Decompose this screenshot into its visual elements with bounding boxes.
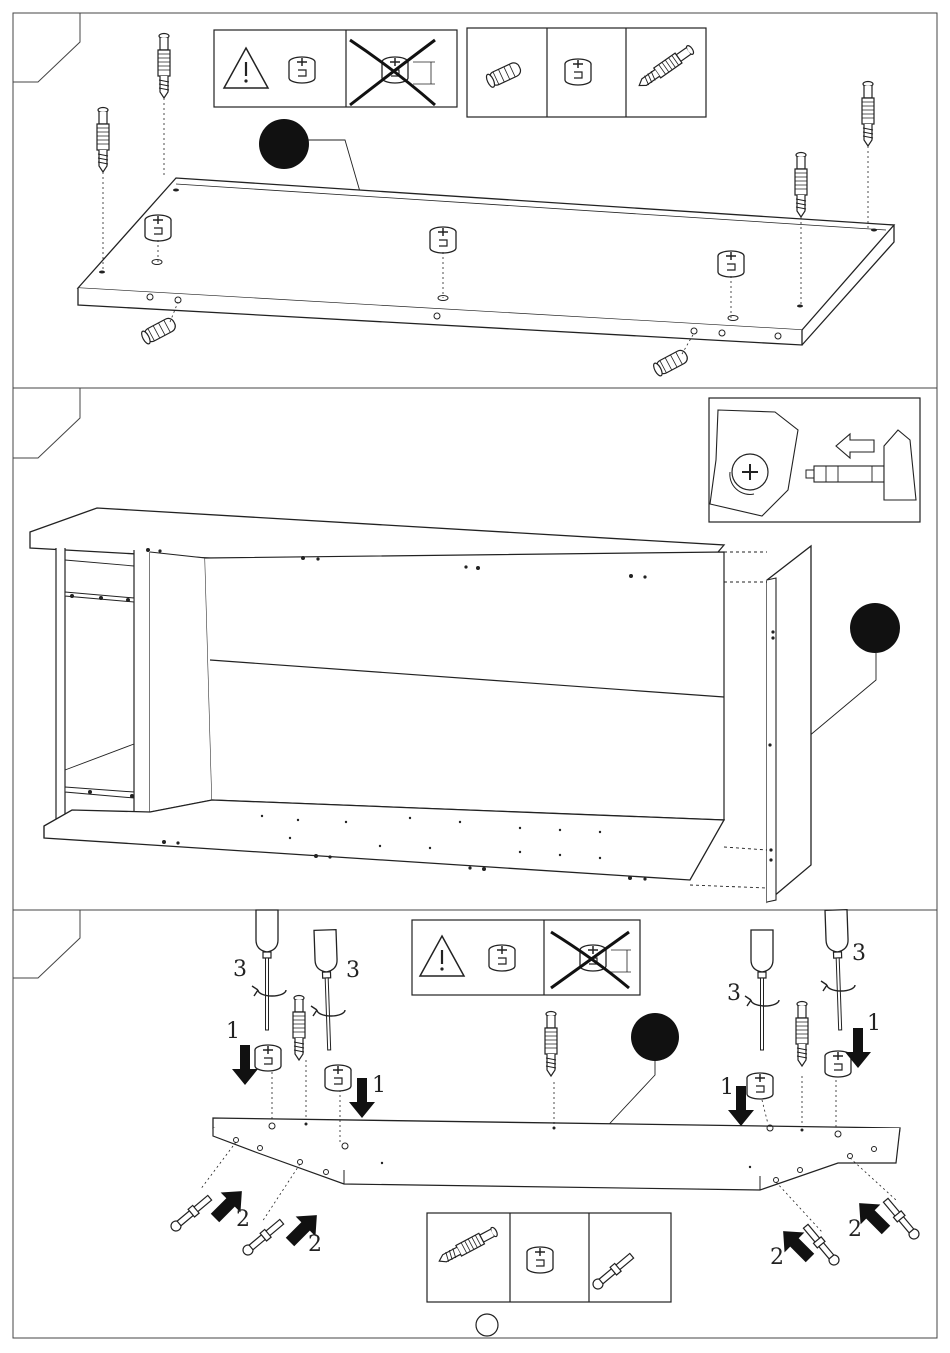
hardware-box-step1 — [467, 28, 706, 117]
cam-screw-icon — [796, 1002, 808, 1067]
cam-bolt-icon — [802, 1223, 841, 1267]
push-arrow-icon — [232, 1045, 258, 1085]
cam-screw-4 — [862, 82, 874, 147]
label-turn: 3 — [852, 941, 866, 966]
cam-screw-3 — [795, 153, 807, 218]
screwdriver-icon — [751, 930, 773, 1050]
label-insert: 1 — [226, 1019, 240, 1044]
screwdriver-icon — [314, 930, 340, 1051]
cam-screw-icon — [293, 996, 305, 1061]
cam-lock-icon — [527, 1247, 553, 1273]
hardware-box-step3 — [427, 1213, 671, 1302]
cabinet-carcass — [30, 508, 811, 902]
step-3-panel: 3 3 3 3 1 1 1 1 2 2 2 2 — [13, 910, 921, 1336]
label-turn: 3 — [233, 957, 247, 982]
plinth-board — [213, 1118, 900, 1190]
label-insert: 1 — [720, 1075, 734, 1100]
part-marker-step1 — [259, 119, 309, 169]
warning-box-step3 — [412, 920, 640, 995]
cam-bolt-icon — [806, 466, 884, 482]
cam-lock-icon — [289, 57, 315, 83]
cam-lock-icon — [325, 1065, 351, 1091]
cam-turn-detail-box — [709, 398, 920, 522]
step-3-number-tab — [13, 910, 80, 978]
dowel-2 — [652, 348, 689, 377]
page-number-badge — [476, 1314, 498, 1336]
label-push: 2 — [770, 1245, 784, 1270]
label-push: 2 — [236, 1207, 250, 1232]
label-push: 2 — [848, 1217, 862, 1242]
cam-screw-icon — [545, 1012, 557, 1077]
cam-lock-icon — [747, 1073, 773, 1099]
part-marker-step2 — [850, 603, 900, 653]
cam-lock-icon — [255, 1045, 281, 1071]
board-step1 — [78, 178, 894, 345]
cam-lock-icon — [825, 1051, 851, 1077]
cam-lock-3 — [718, 251, 744, 277]
cam-lock-icon — [565, 59, 591, 85]
cam-bolt-icon — [882, 1197, 921, 1241]
label-turn: 3 — [346, 958, 360, 983]
dowel-1 — [140, 316, 177, 345]
cam-bolt-icon — [169, 1194, 213, 1233]
cam-lock-icon — [489, 945, 515, 971]
cam-lock-2 — [430, 227, 456, 253]
label-turn: 3 — [727, 981, 741, 1006]
step-1-panel — [13, 13, 894, 377]
label-push: 2 — [308, 1232, 322, 1257]
step-1-number-tab — [13, 13, 80, 82]
warning-box-step1 — [214, 30, 457, 107]
cam-screw-1 — [97, 108, 109, 173]
step-2-number-tab — [13, 388, 80, 458]
label-insert: 1 — [867, 1011, 881, 1036]
part-marker-step3 — [631, 1013, 679, 1061]
screwdriver-icon — [256, 910, 278, 1030]
cam-lock-1 — [145, 215, 171, 241]
step-2-panel — [13, 388, 920, 902]
label-insert: 1 — [372, 1073, 386, 1098]
cam-screw-2 — [158, 34, 170, 99]
screwdriver-icon — [825, 910, 851, 1031]
